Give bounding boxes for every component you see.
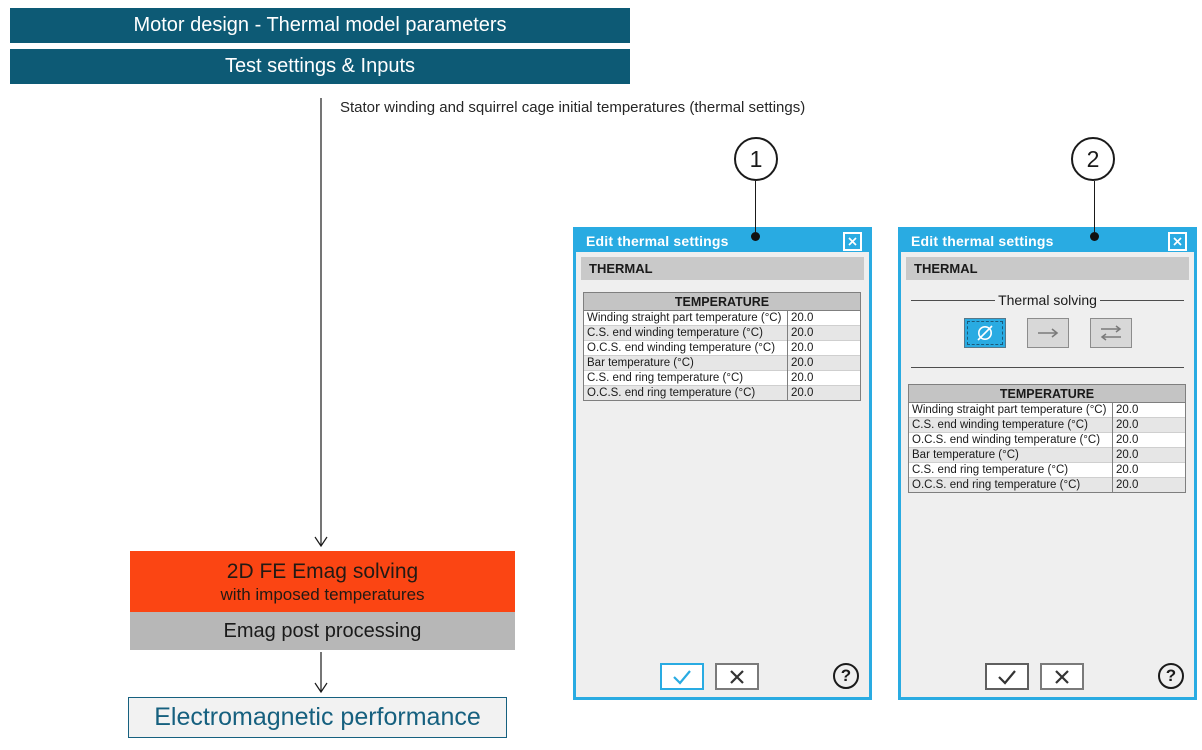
arrow-down-icon	[314, 652, 328, 694]
divider	[1099, 299, 1185, 301]
row-label: Bar temperature (°C)	[583, 355, 788, 371]
table-row: C.S. end ring temperature (°C)20.0	[908, 462, 1186, 478]
row-value-field[interactable]: 20.0	[1112, 432, 1186, 448]
dialog-title: Edit thermal settings	[586, 233, 729, 249]
table-row: C.S. end ring temperature (°C)20.0	[583, 370, 861, 386]
row-value-field[interactable]: 20.0	[1112, 477, 1186, 493]
help-icon[interactable]: ?	[833, 663, 859, 689]
ok-button[interactable]	[985, 663, 1029, 690]
close-icon[interactable]	[843, 231, 862, 251]
thermal-solving-one-way-button[interactable]	[1026, 318, 1069, 348]
table-header-row: TEMPERATURE	[583, 292, 861, 311]
table-row: Winding straight part temperature (°C)20…	[908, 402, 1186, 418]
table-row: C.S. end winding temperature (°C)20.0	[908, 417, 1186, 433]
dialog-titlebar[interactable]: Edit thermal settings	[576, 230, 869, 252]
dialog-footer: ?	[901, 663, 1194, 690]
table-row: Bar temperature (°C)20.0	[908, 447, 1186, 463]
callout-2-connector	[1094, 181, 1095, 232]
callout-1-badge: 1	[734, 137, 778, 181]
row-label: O.C.S. end winding temperature (°C)	[583, 340, 788, 356]
row-label: Winding straight part temperature (°C)	[583, 310, 788, 326]
dialog-edit-thermal-settings-2: Edit thermal settings THERMAL Thermal so…	[898, 227, 1197, 700]
row-label: O.C.S. end ring temperature (°C)	[908, 477, 1113, 493]
temperature-table: TEMPERATURE Winding straight part temper…	[583, 292, 861, 401]
table-header: TEMPERATURE	[583, 292, 861, 311]
x-icon	[730, 669, 744, 684]
row-value-field[interactable]: 20.0	[787, 340, 861, 356]
callout-1-connector	[755, 181, 756, 232]
section-header-thermal: THERMAL	[906, 257, 1189, 280]
flow-box-post-processing: Emag post processing	[130, 612, 515, 650]
thermal-solving-options	[901, 318, 1194, 348]
thermal-solving-label: Thermal solving	[998, 292, 1097, 308]
divider	[911, 299, 996, 301]
table-header-row: TEMPERATURE	[908, 384, 1186, 403]
x-icon	[1055, 669, 1069, 684]
table-row: Winding straight part temperature (°C)20…	[583, 310, 861, 326]
dialog-footer: ?	[576, 663, 869, 690]
row-label: O.C.S. end winding temperature (°C)	[908, 432, 1113, 448]
table-row: Bar temperature (°C)20.0	[583, 355, 861, 371]
row-value-field[interactable]: 20.0	[787, 310, 861, 326]
row-value-field[interactable]: 20.0	[787, 355, 861, 371]
banner-test-settings: Test settings & Inputs	[10, 49, 630, 84]
table-header: TEMPERATURE	[908, 384, 1186, 403]
dialog-edit-thermal-settings-1: Edit thermal settings THERMAL TEMPERATUR…	[573, 227, 872, 700]
dialog-title: Edit thermal settings	[911, 233, 1054, 249]
dialog-titlebar[interactable]: Edit thermal settings	[901, 230, 1194, 252]
table-row: O.C.S. end winding temperature (°C)20.0	[908, 432, 1186, 448]
temperature-table: TEMPERATURE Winding straight part temper…	[908, 384, 1186, 493]
callout-2-badge: 2	[1071, 137, 1115, 181]
row-label: Winding straight part temperature (°C)	[908, 402, 1113, 418]
row-label: O.C.S. end ring temperature (°C)	[583, 385, 788, 401]
row-value-field[interactable]: 20.0	[1112, 447, 1186, 463]
no-thermal-solving-icon	[976, 325, 993, 341]
table-row: O.C.S. end ring temperature (°C)20.0	[908, 477, 1186, 493]
ok-button[interactable]	[660, 663, 704, 690]
row-value-field[interactable]: 20.0	[1112, 462, 1186, 478]
one-directional-solving-icon	[1037, 328, 1058, 338]
thermal-solving-two-way-button[interactable]	[1089, 318, 1132, 348]
bi-directional-solving-icon	[1100, 325, 1121, 341]
solve-box-line1: 2D FE Emag solving	[226, 559, 419, 583]
callout-1-dot	[751, 232, 760, 241]
flow-annotation-label: Stator winding and squirrel cage initial…	[340, 99, 806, 116]
close-icon[interactable]	[1168, 231, 1187, 251]
dialog-body: THERMAL Thermal solving	[901, 257, 1194, 702]
divider	[911, 367, 1184, 368]
row-value-field[interactable]: 20.0	[1112, 417, 1186, 433]
thermal-solving-group: Thermal solving	[911, 291, 1185, 309]
table-row: O.C.S. end winding temperature (°C)20.0	[583, 340, 861, 356]
cancel-button[interactable]	[715, 663, 759, 690]
row-label: Bar temperature (°C)	[908, 447, 1113, 463]
row-label: C.S. end ring temperature (°C)	[908, 462, 1113, 478]
row-value-field[interactable]: 20.0	[787, 325, 861, 341]
solve-box-line2: with imposed temperatures	[220, 584, 425, 604]
row-value-field[interactable]: 20.0	[787, 370, 861, 386]
row-label: C.S. end ring temperature (°C)	[583, 370, 788, 386]
row-value-field[interactable]: 20.0	[1112, 402, 1186, 418]
arrow-down-icon	[314, 98, 328, 548]
callout-2-dot	[1090, 232, 1099, 241]
flow-box-emag-solving: 2D FE Emag solving with imposed temperat…	[130, 551, 515, 612]
row-label: C.S. end winding temperature (°C)	[583, 325, 788, 341]
row-value-field[interactable]: 20.0	[787, 385, 861, 401]
check-icon	[673, 669, 691, 685]
help-icon[interactable]: ?	[1158, 663, 1184, 689]
cancel-button[interactable]	[1040, 663, 1084, 690]
thermal-solving-none-button[interactable]	[963, 318, 1006, 348]
dialog-body: THERMAL TEMPERATURE Winding straight par…	[576, 257, 869, 702]
banner-motor-design: Motor design - Thermal model parameters	[10, 8, 630, 43]
section-header-thermal: THERMAL	[581, 257, 864, 280]
row-label: C.S. end winding temperature (°C)	[908, 417, 1113, 433]
table-row: C.S. end winding temperature (°C)20.0	[583, 325, 861, 341]
check-icon	[998, 669, 1016, 685]
table-row: O.C.S. end ring temperature (°C)20.0	[583, 385, 861, 401]
flow-box-electromagnetic-performance: Electromagnetic performance	[128, 697, 507, 738]
